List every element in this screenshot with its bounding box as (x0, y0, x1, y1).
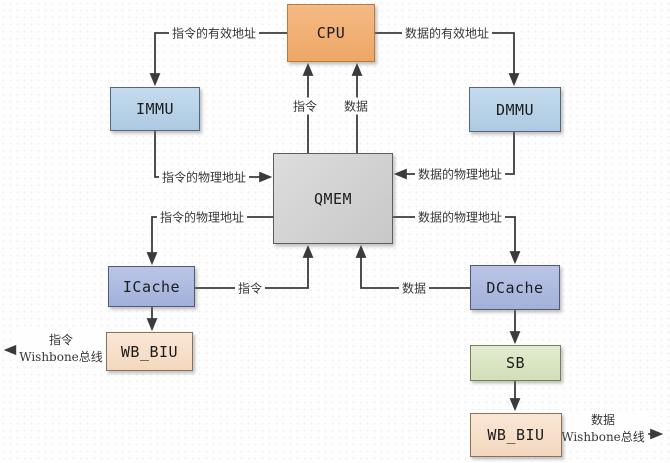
label-data-effective-address: 数据的有效地址 (401, 24, 493, 42)
node-dmmu: DMMU (469, 87, 561, 132)
node-dcache: DCache (470, 265, 560, 310)
label-data-to-cpu: 数据 (340, 97, 372, 115)
label-instr-wishbone-line1: 指令 (48, 333, 73, 347)
node-wb-biu-right-label: WB_BIU (487, 426, 545, 444)
label-data-wishbone-line1: 数据 (590, 413, 615, 427)
node-dcache-label: DCache (486, 278, 544, 297)
node-icache: ICache (108, 266, 195, 307)
label-instr-effective-address: 指令的有效地址 (168, 24, 260, 42)
node-icache-label: ICache (122, 277, 181, 296)
label-instr-wishbone-line2: Wishbone总线 (19, 350, 103, 364)
label-instruction-from-icache: 指令 (234, 279, 266, 297)
node-immu: IMMU (110, 87, 200, 131)
node-sb: SB (470, 345, 561, 381)
label-data-wishbone-line2: Wishbone总线 (561, 430, 645, 444)
label-instr-physical-address-out: 指令的物理地址 (156, 208, 248, 226)
edge-dcache-to-qmem (355, 244, 470, 289)
label-instruction-to-cpu: 指令 (289, 97, 321, 115)
node-sb-label: SB (505, 354, 526, 372)
node-qmem-label: QMEM (313, 189, 353, 208)
node-immu-label: IMMU (135, 100, 175, 118)
node-cpu: CPU (287, 4, 375, 62)
node-wb-biu-left-label: WB_BIU (120, 342, 179, 361)
node-wb-biu-right: WB_BIU (470, 413, 562, 457)
node-qmem: QMEM (273, 153, 393, 244)
node-wb-biu-left: WB_BIU (106, 332, 193, 371)
node-cpu-label: CPU (316, 24, 346, 42)
node-dmmu-label: DMMU (495, 100, 535, 119)
label-data-physical-address-out: 数据的物理地址 (414, 208, 506, 226)
label-data-wishbone-bus: 数据 Wishbone总线 (558, 412, 648, 446)
label-instr-wishbone-bus: 指令 Wishbone总线 (16, 332, 106, 366)
label-instr-physical-address-in: 指令的物理地址 (158, 168, 250, 186)
label-data-physical-address-in: 数据的物理地址 (414, 165, 506, 183)
edge-icache-to-qmem (195, 244, 314, 289)
label-data-from-dcache: 数据 (398, 279, 430, 297)
